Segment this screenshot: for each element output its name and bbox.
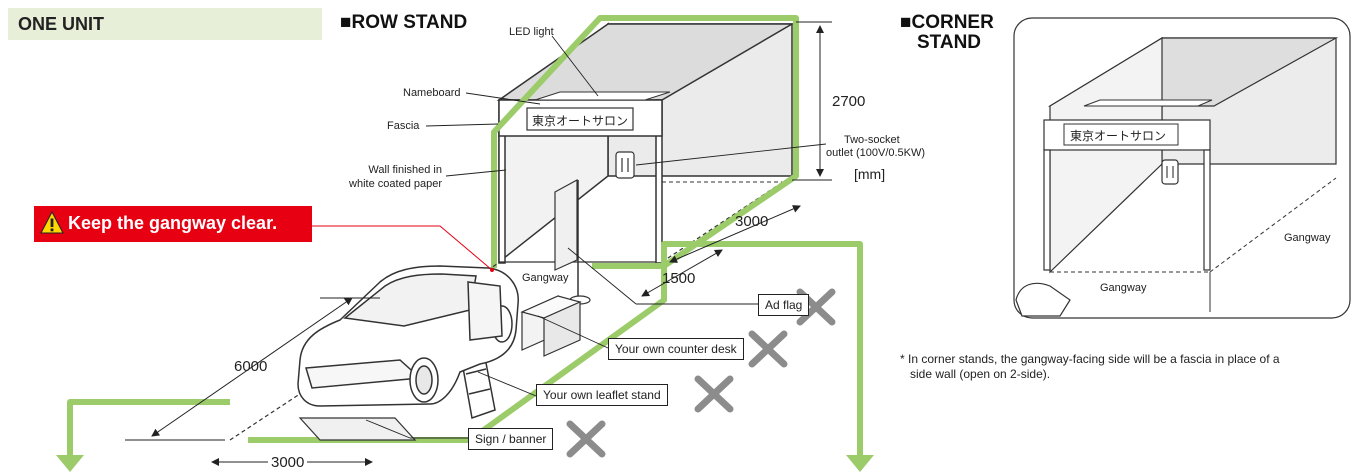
nameboard-text: 東京オートサロン	[532, 114, 629, 128]
dim-depth: 3000	[735, 213, 769, 230]
row-stand-heading: ■ROW STAND	[340, 12, 468, 33]
wall-label-line-1: Wall finished in	[368, 164, 442, 176]
gangway-arrow-right	[846, 455, 874, 472]
cross-sign-banner	[566, 420, 606, 458]
corner-stand-heading-2: STAND	[917, 32, 982, 53]
corner-gangway-front: Gangway	[1100, 282, 1147, 294]
car-illustration	[297, 265, 519, 407]
corner-gangway-right: Gangway	[1284, 232, 1331, 244]
led-light-label: LED light	[509, 26, 554, 38]
leaflet-stand-box: Your own leaflet stand	[536, 384, 668, 406]
unit-title-bar: ONE UNIT	[8, 8, 322, 40]
unit-title: ONE UNIT	[18, 14, 105, 34]
nameboard-label: Nameboard	[403, 87, 461, 99]
warning-leader-dot	[490, 268, 494, 272]
cross-leaflet-stand	[694, 375, 734, 413]
dim-unit: [mm]	[854, 166, 886, 182]
corner-stand-booth	[1015, 36, 1339, 317]
outlet-label-line-2: outlet (100V/0.5KW)	[826, 147, 926, 159]
leader-lines	[365, 35, 827, 439]
wall-label-line-2: white coated paper	[349, 178, 442, 190]
corner-stand-heading-1: ■CORNER	[900, 12, 994, 33]
cross-counter-desk	[748, 330, 788, 368]
dim-aisle: 1500	[662, 270, 696, 287]
corner-nameboard-text: 東京オートサロン	[1070, 129, 1167, 143]
counter-desk-box: Your own counter desk	[608, 338, 744, 360]
dim-height: 2700	[832, 93, 866, 110]
sign-banner-box: Sign / banner	[468, 428, 554, 450]
ad-flag-box: Ad flag	[758, 294, 810, 316]
gangway-label-row: Gangway	[522, 272, 569, 284]
row-stand-booth	[496, 22, 795, 357]
outlet-label-line-1: Two-socket	[844, 134, 900, 146]
corner-note-line-1: * In corner stands, the gangway-facing s…	[900, 352, 1280, 366]
gangway-arrow-left	[56, 455, 84, 472]
fascia-label: Fascia	[387, 120, 420, 132]
dim-car-width: 3000	[268, 454, 308, 471]
corner-note-line-2: side wall (open on 2-side).	[910, 367, 1051, 381]
warning-banner: Keep the gangway clear.	[34, 206, 312, 242]
dim-car-length: 6000	[234, 358, 268, 375]
warning-triangle-icon	[40, 211, 64, 234]
warning-leader	[312, 225, 493, 271]
warning-text: Keep the gangway clear.	[68, 213, 278, 233]
